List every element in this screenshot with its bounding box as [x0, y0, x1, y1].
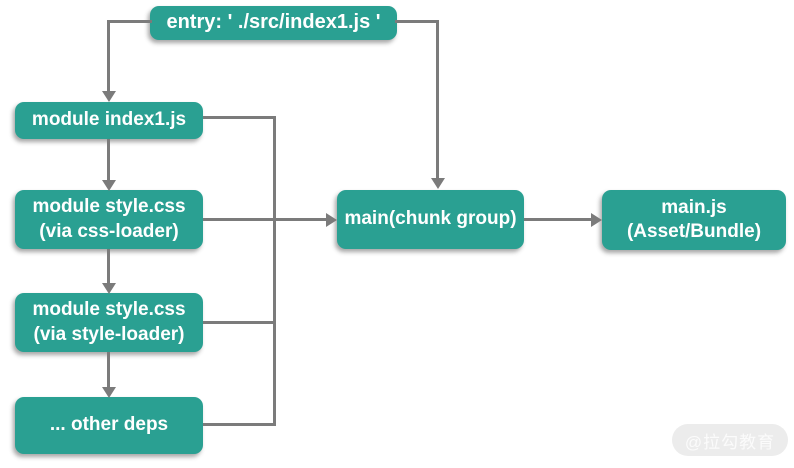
connector-entry-to-chunkgroup-h — [395, 20, 439, 23]
node-entry: entry: ' ./src/index1.js ' — [150, 6, 397, 40]
arrowhead-into-chunkgroup-top — [431, 178, 445, 189]
connector-styleloader-to-otherdeps — [107, 352, 110, 387]
connector-index1-to-cssloader — [107, 139, 110, 180]
connector-otherdeps-to-bus — [203, 423, 276, 426]
arrowhead-into-cssloader — [102, 180, 116, 191]
connector-styleloader-to-bus — [203, 321, 275, 324]
node-module-index1: module index1.js — [15, 102, 203, 139]
node-main-chunk-group: main(chunk group) — [337, 190, 524, 249]
connector-chunkgroup-to-asset — [524, 218, 592, 221]
node-module-style-style-loader: module style.css (via style-loader) — [15, 293, 203, 352]
connector-entry-to-index1-h — [108, 20, 152, 23]
arrowhead-into-index1 — [102, 91, 116, 102]
node-main-js-asset-bundle: main.js (Asset/Bundle) — [602, 190, 786, 250]
connector-shared-bus — [273, 116, 276, 426]
node-other-deps: ... other deps — [15, 397, 203, 454]
watermark-badge: @拉勾教育 — [672, 424, 788, 456]
arrowhead-into-chunkgroup-left — [326, 213, 337, 227]
connector-bus-to-chunkgroup — [203, 218, 327, 221]
arrowhead-into-styleloader — [102, 283, 116, 294]
arrowhead-into-asset — [591, 213, 602, 227]
arrowhead-into-otherdeps — [102, 387, 116, 398]
connector-entry-to-chunkgroup-v — [436, 20, 439, 178]
connector-index1-to-bus — [203, 116, 275, 119]
node-module-style-css-loader: module style.css (via css-loader) — [15, 190, 203, 249]
connector-entry-to-index1-v — [107, 20, 110, 91]
connector-cssloader-to-styleloader — [107, 249, 110, 283]
